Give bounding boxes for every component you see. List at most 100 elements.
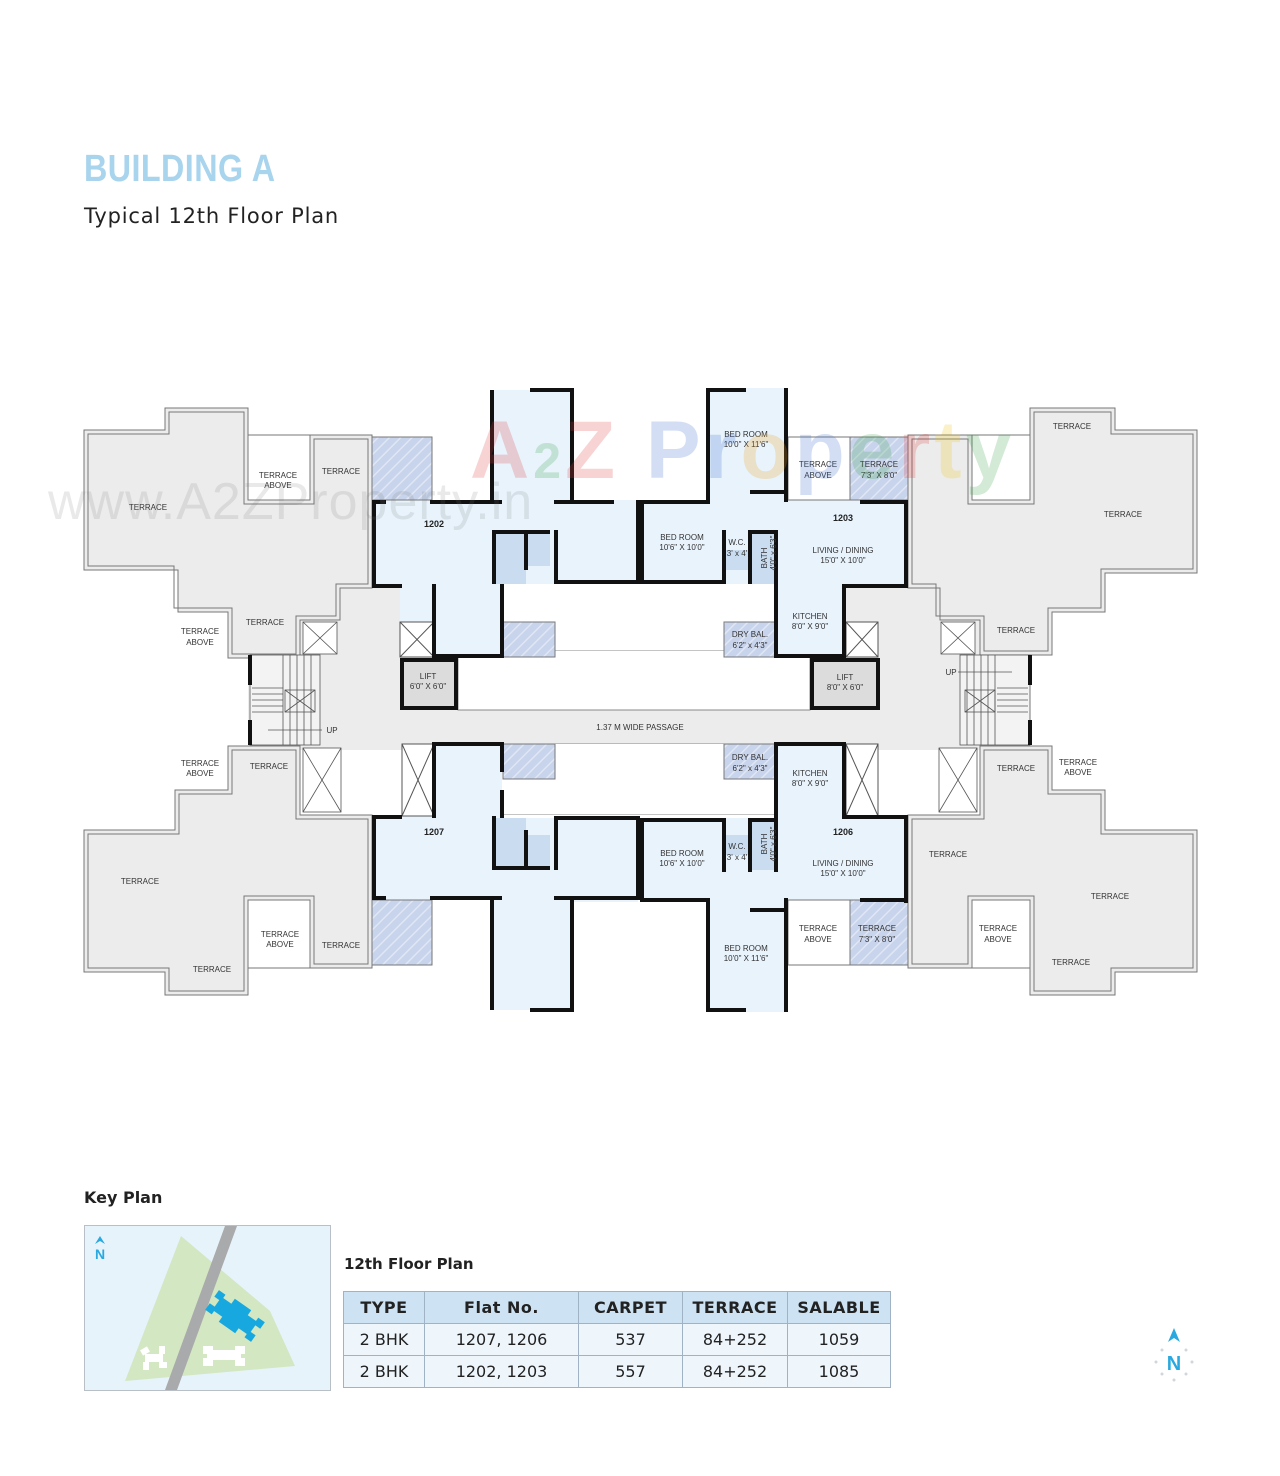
building-title: BUILDING A	[84, 148, 276, 190]
svg-text:TERRACE: TERRACE	[322, 467, 360, 476]
road	[165, 1226, 237, 1390]
svg-text:ABOVE: ABOVE	[984, 935, 1012, 944]
north-arrow-icon	[95, 1236, 105, 1244]
svg-text:7'3" X 8'0": 7'3" X 8'0"	[861, 471, 897, 480]
svg-text:TERRACE: TERRACE	[259, 471, 297, 480]
unit-1206	[640, 742, 909, 1012]
svg-text:10'6" X 10'0": 10'6" X 10'0"	[659, 859, 704, 868]
column-header-carpet: CARPET	[578, 1291, 683, 1324]
cell-type: 2 BHK	[343, 1355, 425, 1388]
cell-carpet: 557	[578, 1355, 683, 1388]
svg-text:W.C.: W.C.	[728, 538, 745, 547]
svg-text:KITCHEN: KITCHEN	[792, 612, 827, 621]
svg-text:4'0" x 6'3": 4'0" x 6'3"	[769, 535, 778, 570]
svg-text:TERRACE: TERRACE	[997, 764, 1035, 773]
svg-text:TERRACE: TERRACE	[1052, 958, 1090, 967]
table-header-row: TYPE Flat No. CARPET TERRACE SALABLE	[343, 1291, 891, 1324]
svg-text:TERRACE: TERRACE	[181, 627, 219, 636]
svg-text:1206: 1206	[833, 827, 853, 837]
svg-text:TERRACE: TERRACE	[193, 965, 231, 974]
svg-text:1207: 1207	[424, 827, 444, 837]
svg-text:LIVING / DINING: LIVING / DINING	[813, 859, 874, 868]
svg-text:DRY BAL.: DRY BAL.	[732, 630, 768, 639]
svg-text:LIFT: LIFT	[420, 672, 437, 681]
area-table-title: 12th Floor Plan	[344, 1255, 474, 1273]
cell-flats: 1207, 1206	[424, 1323, 579, 1356]
svg-text:ABOVE: ABOVE	[1064, 768, 1092, 777]
svg-text:LIFT: LIFT	[837, 673, 854, 682]
svg-text:15'0" X 10'0": 15'0" X 10'0"	[820, 869, 865, 878]
svg-text:ABOVE: ABOVE	[266, 940, 294, 949]
cell-salable: 1085	[787, 1355, 891, 1388]
cell-terrace: 84+252	[682, 1323, 788, 1356]
svg-text:TERRACE: TERRACE	[929, 850, 967, 859]
passage	[400, 710, 880, 744]
cell-type: 2 BHK	[343, 1323, 425, 1356]
svg-text:10'0" X 11'6": 10'0" X 11'6"	[724, 440, 769, 449]
stair-left	[249, 621, 342, 813]
north-label: N	[95, 1246, 105, 1262]
key-plan-title: Key Plan	[84, 1188, 163, 1207]
svg-text:BED ROOM: BED ROOM	[660, 533, 704, 542]
unit-1207	[371, 742, 640, 1012]
svg-text:6'2" x 4'3": 6'2" x 4'3"	[733, 764, 768, 773]
svg-text:3' x 4': 3' x 4'	[727, 549, 748, 558]
svg-text:8'0" X 6'0": 8'0" X 6'0"	[827, 683, 863, 692]
svg-text:N: N	[1167, 1353, 1181, 1375]
svg-text:TERRACE: TERRACE	[181, 759, 219, 768]
svg-text:8'0" X 9'0": 8'0" X 9'0"	[792, 622, 828, 631]
svg-text:1203: 1203	[833, 513, 853, 523]
column-header-salable: SALABLE	[787, 1291, 891, 1324]
column-header-type: TYPE	[343, 1291, 425, 1324]
svg-text:LIVING / DINING: LIVING / DINING	[813, 546, 874, 555]
column-header-flat-no: Flat No.	[424, 1291, 579, 1324]
column-header-terrace: TERRACE	[682, 1291, 788, 1324]
svg-text:TERRACE: TERRACE	[1059, 758, 1097, 767]
table-row: 2 BHK 1202, 1203 557 84+252 1085	[343, 1355, 891, 1388]
floor-plan-subtitle: Typical 12th Floor Plan	[84, 204, 340, 228]
area-table: TYPE Flat No. CARPET TERRACE SALABLE 2 B…	[343, 1291, 891, 1388]
terrace-top-right	[907, 407, 1198, 656]
svg-text:BATH: BATH	[760, 547, 769, 568]
north-arrow-icon	[1168, 1328, 1180, 1342]
svg-text:TERRACE: TERRACE	[250, 762, 288, 771]
svg-text:TERRACE: TERRACE	[129, 503, 167, 512]
cell-carpet: 537	[578, 1323, 683, 1356]
svg-text:ABOVE: ABOVE	[804, 935, 832, 944]
key-plan-map: N	[84, 1225, 331, 1391]
svg-text:BED ROOM: BED ROOM	[724, 430, 768, 439]
terrace-bottom-left	[83, 745, 373, 996]
svg-text:1202: 1202	[424, 519, 444, 529]
svg-text:BED ROOM: BED ROOM	[724, 944, 768, 953]
north-compass: N	[1148, 1326, 1200, 1398]
svg-text:TERRACE: TERRACE	[799, 460, 837, 469]
other-building-2	[203, 1346, 245, 1366]
svg-text:TERRACE: TERRACE	[1091, 892, 1129, 901]
svg-text:TERRACE: TERRACE	[246, 618, 284, 627]
stair-right	[938, 621, 1031, 813]
svg-text:TERRACE: TERRACE	[997, 626, 1035, 635]
svg-text:TERRACE: TERRACE	[858, 924, 896, 933]
building-a-highlight	[205, 1290, 265, 1342]
terrace-labels: TERRACE TERRACE ABOVE TERRACE TERRACE TE…	[121, 422, 1142, 974]
cell-flats: 1202, 1203	[424, 1355, 579, 1388]
svg-text:10'0" X 11'6": 10'0" X 11'6"	[724, 954, 769, 963]
svg-text:8'0" X 9'0": 8'0" X 9'0"	[792, 779, 828, 788]
svg-text:7'3" X 8'0": 7'3" X 8'0"	[859, 935, 895, 944]
svg-text:UP: UP	[945, 668, 956, 677]
svg-text:15'0" X 10'0": 15'0" X 10'0"	[820, 556, 865, 565]
room-labels: 1202 LIFT 6'0" X 6'0" 1203 BED ROOM 10'0…	[326, 430, 956, 963]
svg-text:1.37 M WIDE PASSAGE: 1.37 M WIDE PASSAGE	[596, 723, 683, 732]
svg-text:6'2" x 4'3": 6'2" x 4'3"	[733, 641, 768, 650]
svg-text:ABOVE: ABOVE	[264, 481, 292, 490]
unit-1203	[640, 388, 909, 710]
svg-text:TERRACE: TERRACE	[1053, 422, 1091, 431]
svg-text:TERRACE: TERRACE	[799, 924, 837, 933]
svg-text:10'6" X 10'0": 10'6" X 10'0"	[659, 543, 704, 552]
svg-text:6'0" X 6'0": 6'0" X 6'0"	[410, 682, 446, 691]
svg-text:TERRACE: TERRACE	[860, 460, 898, 469]
terrace-top-left	[83, 407, 373, 659]
unit-1202	[371, 388, 640, 710]
floor-plan-drawing: TERRACE TERRACE ABOVE TERRACE TERRACE TE…	[83, 388, 1198, 1012]
other-building-1	[140, 1346, 167, 1370]
